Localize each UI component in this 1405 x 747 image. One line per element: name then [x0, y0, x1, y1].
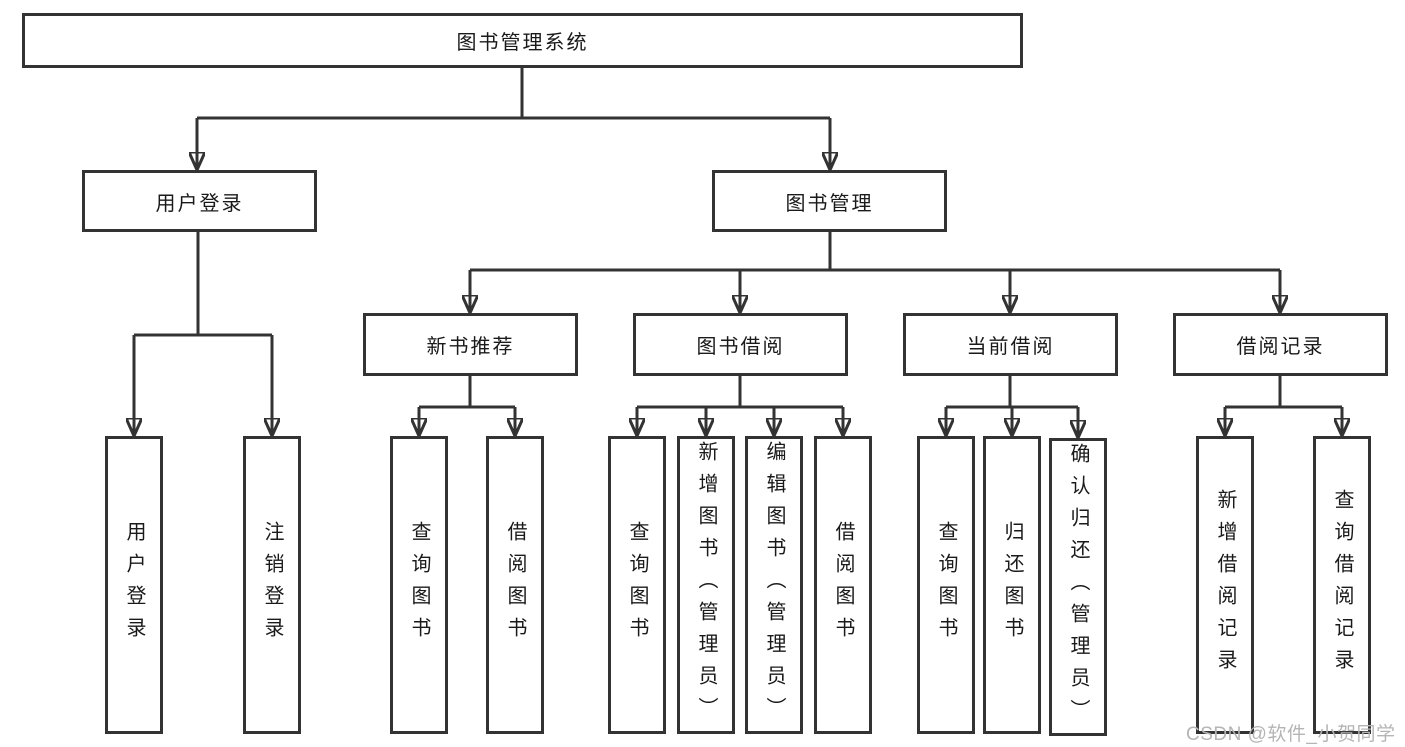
- leaf-confirm-return-admin: 确认归还（管理员）: [1049, 438, 1107, 736]
- leaf-query-books-borrow-label: 查询图书: [626, 521, 648, 649]
- leaf-borrow-books-recommend: 借阅图书: [486, 436, 544, 734]
- leaf-query-books-current: 查询图书: [917, 436, 975, 734]
- node-current-borrow-label: 当前借阅: [966, 336, 1055, 358]
- leaf-return-book: 归还图书: [983, 436, 1041, 734]
- node-book-borrow: 图书借阅: [633, 313, 848, 376]
- node-library-system: 图书管理系统: [22, 13, 1023, 68]
- leaf-user-login-label: 用户登录: [123, 521, 145, 649]
- node-borrow-records-label: 借阅记录: [1236, 336, 1325, 358]
- node-borrow-records: 借阅记录: [1173, 313, 1388, 376]
- leaf-add-borrow-record-label: 新增借阅记录: [1214, 489, 1236, 681]
- leaf-borrow-books-borrow: 借阅图书: [814, 436, 872, 734]
- node-current-borrow: 当前借阅: [903, 313, 1118, 376]
- node-user-login: 用户登录: [82, 170, 317, 232]
- leaf-add-book-admin: 新增图书（管理员）: [677, 436, 735, 734]
- node-book-management: 图书管理: [712, 170, 947, 232]
- connector-trunks: [134, 68, 1342, 409]
- node-new-book-recommend-label: 新书推荐: [426, 336, 515, 358]
- leaf-query-books-recommend: 查询图书: [390, 436, 448, 734]
- leaf-query-books-recommend-label: 查询图书: [408, 521, 430, 649]
- leaf-add-book-admin-label: 新增图书（管理员）: [695, 441, 717, 729]
- watermark: CSDN @软件_小贺同学: [1186, 724, 1396, 745]
- leaf-query-borrow-record: 查询借阅记录: [1313, 436, 1371, 734]
- node-book-management-label: 图书管理: [785, 192, 874, 215]
- leaf-return-book-label: 归还图书: [1001, 521, 1023, 649]
- leaf-confirm-return-admin-label: 确认归还（管理员）: [1067, 443, 1089, 731]
- node-user-login-label: 用户登录: [155, 192, 244, 215]
- leaf-query-books-borrow: 查询图书: [608, 436, 666, 734]
- node-new-book-recommend: 新书推荐: [363, 313, 578, 376]
- node-book-borrow-label: 图书借阅: [696, 336, 785, 358]
- leaf-user-login: 用户登录: [105, 436, 163, 734]
- leaf-borrow-books-recommend-label: 借阅图书: [504, 521, 526, 649]
- leaf-edit-book-admin: 编辑图书（管理员）: [745, 436, 803, 734]
- leaf-logout: 注销登录: [243, 436, 301, 734]
- leaf-logout-label: 注销登录: [261, 521, 283, 649]
- leaf-add-borrow-record: 新增借阅记录: [1196, 436, 1254, 734]
- leaf-borrow-books-borrow-label: 借阅图书: [832, 521, 854, 649]
- leaf-query-borrow-record-label: 查询借阅记录: [1331, 489, 1353, 681]
- leaf-edit-book-admin-label: 编辑图书（管理员）: [763, 441, 785, 729]
- leaf-query-books-current-label: 查询图书: [935, 521, 957, 649]
- node-library-system-label: 图书管理系统: [456, 32, 589, 54]
